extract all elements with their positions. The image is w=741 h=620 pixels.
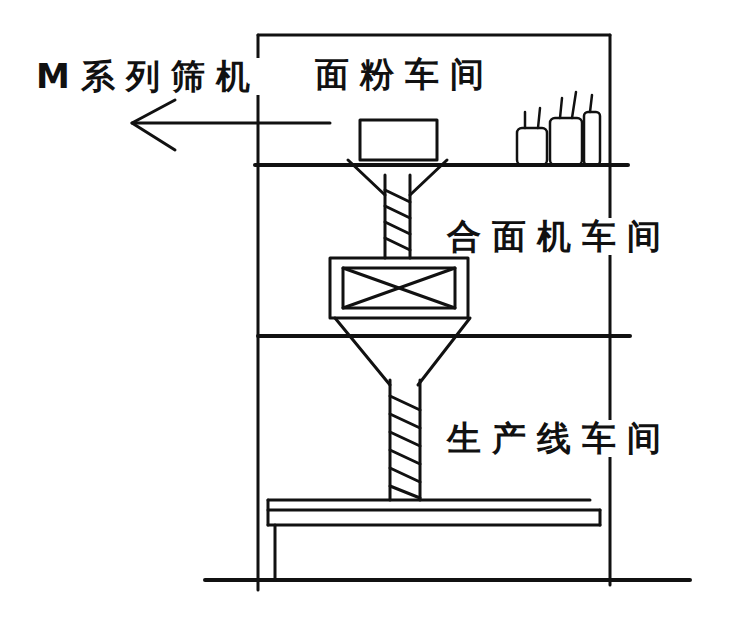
ground-line — [205, 578, 690, 582]
machine-label: M系列筛机 — [34, 58, 263, 95]
mixer-box — [330, 258, 468, 318]
room-label: 面粉车间 — [313, 56, 497, 93]
left-wall — [257, 35, 260, 590]
hopper — [360, 120, 437, 160]
arrow-head — [132, 100, 175, 150]
arrow-line — [132, 122, 330, 125]
screw-conveyor — [390, 380, 420, 500]
room-label: 合面机车间 — [445, 218, 674, 255]
floor-line — [258, 334, 630, 338]
room-label: 生产线车间 — [445, 420, 674, 457]
mixer-funnel — [418, 318, 470, 385]
containers — [517, 92, 600, 165]
right-wall — [609, 35, 612, 585]
mixer-cross — [343, 268, 455, 308]
roof-line — [258, 34, 610, 37]
mixer-inner — [343, 268, 455, 308]
screw-conveyor — [385, 175, 410, 258]
production-table — [268, 500, 600, 580]
mixer-cross — [343, 268, 455, 308]
hopper-funnel — [348, 160, 385, 195]
hopper-funnel — [410, 160, 447, 195]
mixer-funnel — [335, 318, 390, 385]
